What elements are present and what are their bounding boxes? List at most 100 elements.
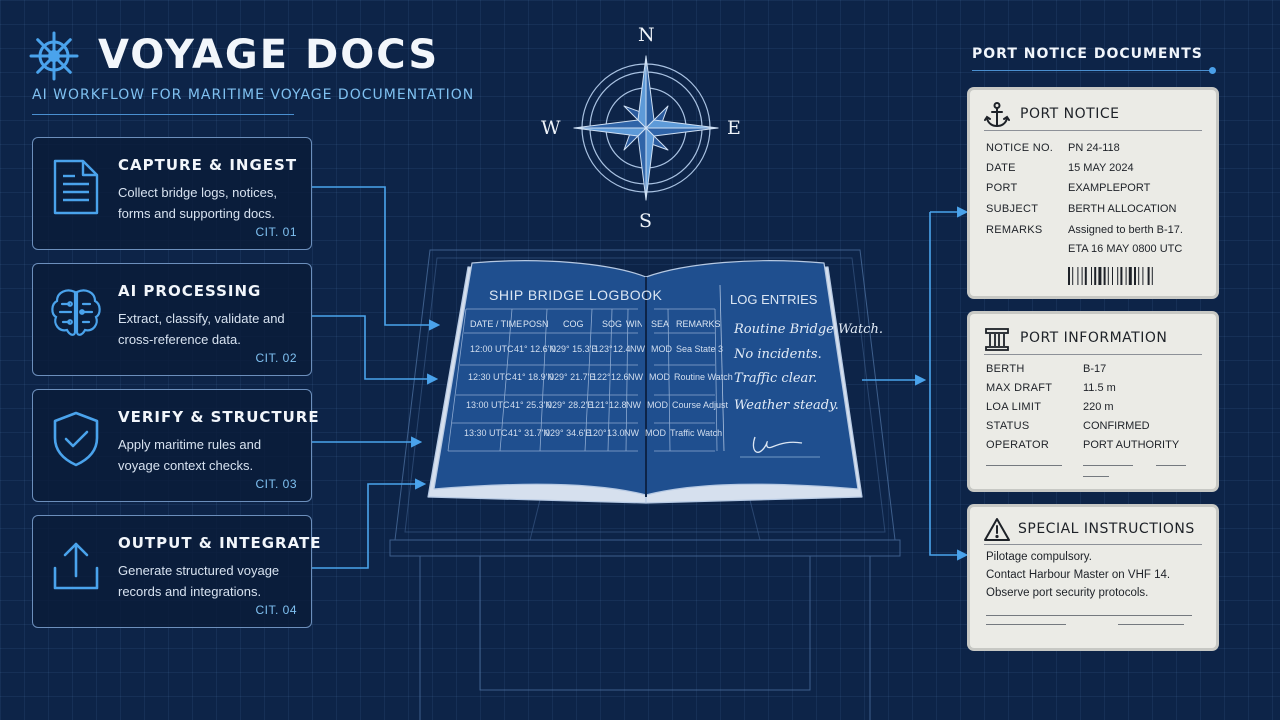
documents-heading: PORT NOTICE DOCUMENTS bbox=[972, 46, 1203, 62]
signature-line bbox=[986, 624, 1066, 625]
special-instructions-title: SPECIAL INSTRUCTIONS bbox=[1018, 521, 1195, 537]
step-description-line: forms and supporting docs. bbox=[118, 206, 275, 221]
card-divider bbox=[984, 544, 1202, 545]
instruction-line: Observe port security protocols. bbox=[986, 587, 1149, 599]
log-entry-line: No incidents. bbox=[734, 347, 822, 362]
subtitle-divider bbox=[32, 114, 294, 115]
field-value: 220 m bbox=[1083, 401, 1114, 413]
field-value: CONFIRMED bbox=[1083, 420, 1150, 432]
compass-icon bbox=[573, 55, 719, 201]
log-entry-line: Weather steady. bbox=[734, 398, 839, 413]
workflow-connectors bbox=[312, 186, 441, 569]
step-title: AI PROCESSING bbox=[118, 282, 262, 300]
anchor-icon bbox=[984, 102, 1010, 128]
field-label: NOTICE NO. bbox=[986, 142, 1054, 154]
logbook-cell: Routine Watch bbox=[674, 372, 733, 382]
step-description: Generate structured voyage records and i… bbox=[118, 560, 308, 602]
signature-line bbox=[1118, 624, 1184, 625]
logbook-title: SHIP BRIDGE LOGBOOK bbox=[489, 287, 663, 303]
step-description-line: cross-reference data. bbox=[118, 332, 241, 347]
step-title: OUTPUT & INTEGRATE bbox=[118, 534, 322, 552]
logbook-cell: Traffic Watch bbox=[670, 428, 723, 438]
workflow-step-output: OUTPUT & INTEGRATE Generate structured v… bbox=[32, 515, 321, 628]
step-citation: CIT. 01 bbox=[255, 225, 297, 239]
logbook-header: POSN bbox=[523, 319, 549, 329]
step-citation: CIT. 02 bbox=[255, 351, 297, 365]
step-description-line: voyage context checks. bbox=[118, 458, 254, 473]
field-label: REMARKS bbox=[986, 224, 1043, 236]
field-label: OPERATOR bbox=[986, 439, 1050, 451]
logbook-cell: Course Adjust bbox=[672, 400, 729, 410]
field-value: EXAMPLEPORT bbox=[1068, 182, 1151, 194]
logbook-cell: 41° 12.6'N bbox=[514, 344, 556, 354]
logbook-cell: 120° bbox=[588, 428, 607, 438]
special-instructions-card: SPECIAL INSTRUCTIONS Pilotage compulsory… bbox=[970, 507, 1216, 648]
logbook-cell: 41° 25.3'N bbox=[510, 400, 552, 410]
field-value: PN 24-118 bbox=[1068, 142, 1120, 154]
field-value: ETA 16 MAY 0800 UTC bbox=[1068, 243, 1183, 255]
ship-wheel-icon bbox=[29, 31, 79, 81]
port-information-card: PORT INFORMATION BERTH B-17 MAX DRAFT 11… bbox=[970, 314, 1216, 489]
logbook-cell: 12:30 UTC bbox=[468, 372, 512, 382]
log-entry-line: Traffic clear. bbox=[734, 371, 818, 386]
step-description-line: records and integrations. bbox=[118, 584, 262, 599]
workflow-step-ai-processing: AI PROCESSING Extract, classify, validat… bbox=[32, 263, 312, 376]
brain-icon bbox=[51, 289, 101, 336]
logbook-header: DATE / TIME bbox=[470, 319, 523, 329]
instruction-line: Pilotage compulsory. bbox=[986, 551, 1092, 563]
signature-line bbox=[1083, 465, 1133, 466]
step-description-line: Extract, classify, validate and bbox=[118, 311, 285, 326]
documents-heading-dot bbox=[1209, 67, 1216, 74]
logbook-cell: 029° 21.7'E bbox=[549, 372, 596, 382]
card-divider bbox=[984, 130, 1202, 131]
logbook-cell: 13:00 UTC bbox=[466, 400, 510, 410]
compass-east: E bbox=[727, 117, 741, 139]
logbook-cell: 029° 28.2'E bbox=[547, 400, 594, 410]
field-label: MAX DRAFT bbox=[986, 382, 1053, 394]
barcode bbox=[1068, 267, 1153, 285]
building-columns-icon bbox=[985, 328, 1009, 351]
logbook-cell: MOD bbox=[651, 344, 672, 354]
logbook-cell: MOD bbox=[649, 372, 670, 382]
compass-south: S bbox=[639, 210, 653, 232]
document-icon bbox=[53, 159, 99, 215]
step-citation: CIT. 04 bbox=[255, 603, 297, 617]
log-entries-title: LOG ENTRIES bbox=[730, 292, 818, 307]
field-value: 11.5 m bbox=[1083, 382, 1116, 394]
logbook-cell: Sea State 3 bbox=[676, 344, 724, 354]
compass-west: W bbox=[541, 117, 561, 139]
logbook-cell: 41° 18.9'N bbox=[512, 372, 554, 382]
workflow-step-capture: CAPTURE & INGEST Collect bridge logs, no… bbox=[32, 137, 312, 250]
step-description: Apply maritime rules and voyage context … bbox=[118, 434, 308, 476]
field-label: SUBJECT bbox=[986, 203, 1039, 215]
page-subtitle: AI WORKFLOW FOR MARITIME VOYAGE DOCUMENT… bbox=[32, 87, 475, 103]
step-description: Extract, classify, validate and cross-re… bbox=[118, 308, 308, 350]
field-label: LOA LIMIT bbox=[986, 401, 1042, 413]
port-information-title: PORT INFORMATION bbox=[1020, 330, 1168, 346]
field-value: PORT AUTHORITY bbox=[1083, 439, 1180, 451]
signature-line bbox=[1083, 476, 1109, 477]
signature-mark bbox=[752, 436, 803, 453]
documents-heading-rule bbox=[972, 70, 1212, 71]
field-value: Assigned to berth B-17. bbox=[1068, 224, 1183, 236]
signature-line bbox=[986, 465, 1062, 466]
signature-line bbox=[986, 615, 1192, 616]
logbook-header: WIND bbox=[626, 319, 642, 329]
log-entry-line: Routine Bridge Watch. bbox=[734, 322, 883, 337]
step-description-line: Collect bridge logs, notices, bbox=[118, 185, 277, 200]
field-label: PORT bbox=[986, 182, 1018, 194]
warning-icon bbox=[984, 518, 1010, 541]
step-description: Collect bridge logs, notices, forms and … bbox=[118, 182, 308, 224]
step-title: CAPTURE & INGEST bbox=[118, 156, 298, 174]
instruction-line: Contact Harbour Master on VHF 14. bbox=[986, 569, 1171, 581]
workflow-step-verify: VERIFY & STRUCTURE Apply maritime rules … bbox=[32, 389, 319, 502]
card-divider bbox=[984, 354, 1202, 355]
logbook-cell: NW bbox=[626, 400, 641, 410]
logbook-cell: 122° bbox=[592, 372, 611, 382]
logbook-cell: 121° bbox=[590, 400, 609, 410]
field-value: 15 MAY 2024 bbox=[1068, 162, 1134, 174]
logbook-header: REMARKS bbox=[676, 319, 721, 329]
port-notice-card: PORT NOTICE NOTICE NO. PN 24-118 DATE 15… bbox=[970, 90, 1216, 296]
logbook-header: SEA bbox=[651, 319, 670, 329]
